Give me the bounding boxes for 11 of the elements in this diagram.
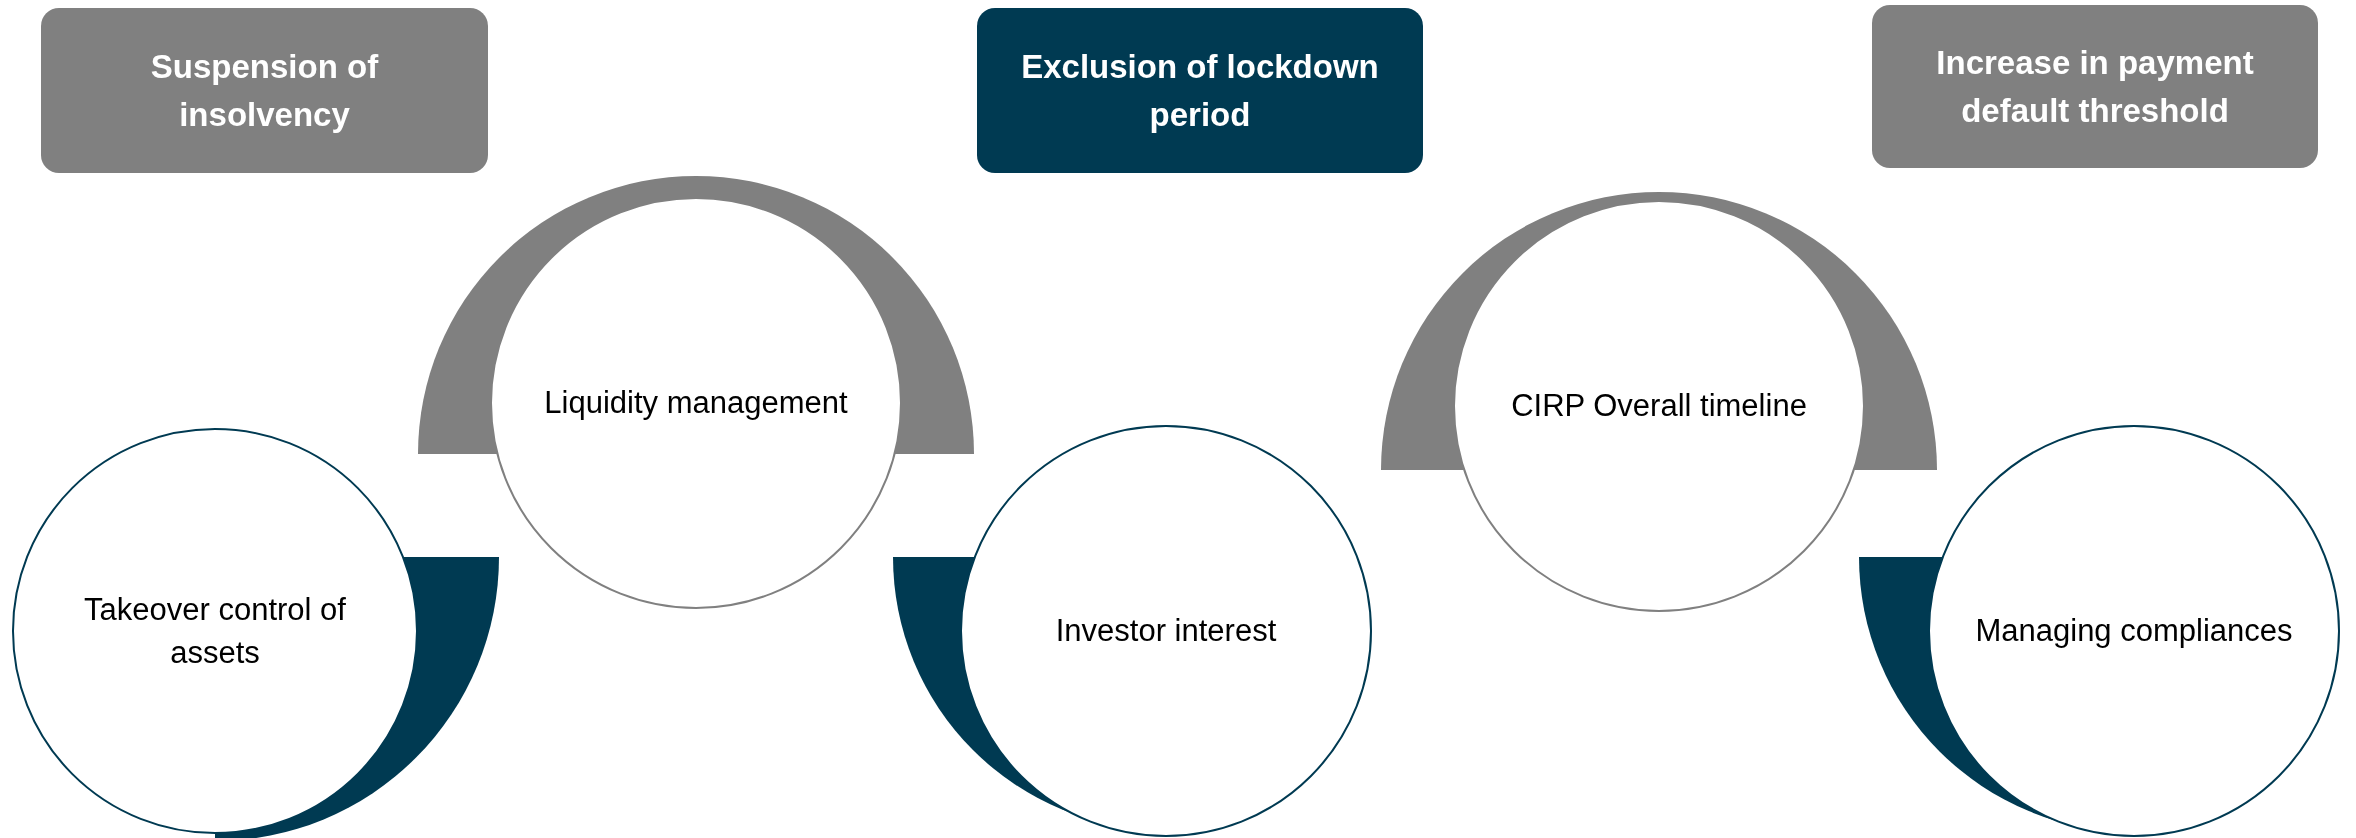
- header-text: Suspension of insolvency: [149, 46, 380, 135]
- header-box: [1872, 5, 2318, 168]
- header-box: [977, 8, 1423, 173]
- node-text: Liquidity management: [544, 384, 848, 423]
- header-text: Exclusion of lockdown period: [1020, 46, 1380, 135]
- header-text: Increase in payment default threshold: [1935, 42, 2255, 131]
- node-text: Investor interest: [1055, 612, 1277, 651]
- node-text: Takeover control of assets: [83, 590, 347, 672]
- node-text: CIRP Overall timeline: [1511, 387, 1807, 426]
- node-text: Managing compliances: [1975, 612, 2293, 651]
- header-box: [41, 8, 488, 173]
